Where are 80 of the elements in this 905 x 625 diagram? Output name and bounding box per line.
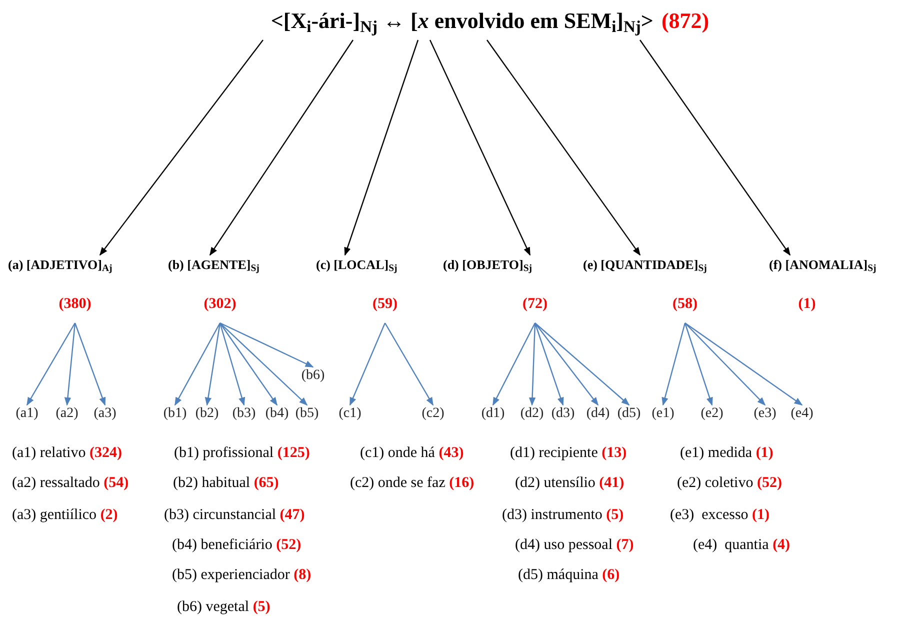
subtype-count-text: (a3) gentiílico (2)	[12, 506, 118, 525]
subtype-label: (e2)	[700, 405, 724, 423]
count-label: (1)	[797, 295, 817, 314]
subtype-label: (b5)	[295, 405, 319, 423]
arrow	[204, 322, 221, 406]
subtype-label: (d1)	[481, 405, 505, 423]
arrow	[220, 322, 278, 406]
arrow	[220, 322, 314, 368]
subtype-count-text: (b4) beneficiário (52)	[172, 536, 302, 555]
count-label: (380)	[58, 295, 92, 314]
arrow	[344, 40, 419, 256]
subtype-count-text: (b3) circunstancial (47)	[164, 506, 305, 525]
arrow	[219, 322, 246, 406]
category-heading: (c) [LOCAL]$_{Sj}$	[316, 256, 398, 274]
subtype-count-text: (c1) onde há (43)	[360, 444, 464, 463]
subtype-count-text: (c2) onde se faz (16)	[350, 474, 474, 493]
subtype-label: (e4)	[790, 405, 814, 423]
arrow	[64, 322, 76, 406]
subtype-label: (b4)	[265, 405, 289, 423]
subtype-count-text: (e4) quantia (4)	[693, 536, 790, 555]
subtype-count-text: (d1) recipiente (13)	[510, 444, 627, 463]
subtype-count-text: (d2) utensílio (41)	[515, 474, 624, 493]
subtype-label: (a2)	[56, 405, 78, 423]
arrow	[384, 322, 434, 406]
subtype-label: (d2)	[520, 405, 544, 423]
arrow	[684, 322, 713, 406]
subtype-count-text: (b2) habitual (65)	[173, 474, 279, 493]
subtype-count-text: (d4) uso pessoal (7)	[515, 536, 634, 555]
count-label: (59)	[372, 295, 398, 314]
subtype-label: (a1)	[16, 405, 38, 423]
subtype-count-text: (d3) instrumento (5)	[502, 506, 624, 525]
subtype-label: (a3)	[94, 405, 116, 423]
subtype-count-text: (b6) vegetal (5)	[177, 598, 270, 617]
arrow	[684, 322, 803, 406]
subtype-label: (e1)	[652, 405, 674, 423]
category-heading: (f) [ANOMALIA]$_{Sj}$	[769, 256, 876, 274]
arrow	[534, 322, 564, 406]
subtype-label: (e3)	[754, 405, 776, 423]
arrow	[26, 322, 76, 406]
arrow	[662, 322, 686, 406]
category-heading: (a) [ADJETIVO]$_{Aj}$	[8, 256, 112, 274]
category-heading: (e) [QUANTIDADE]$_{Sj}$	[583, 256, 707, 274]
construction-formula: <[X$_{i}$-ári-]$_{Nj}$ ↔ [x envolvido em SEM$_{i}$]$_{Nj}$>	[270, 7, 654, 37]
subtype-count-text: (b1) profissional (125)	[174, 444, 310, 463]
count-label: (72)	[522, 295, 548, 314]
arrow	[492, 322, 536, 406]
arrow	[429, 40, 531, 256]
arrow	[349, 322, 386, 406]
subtype-count-text: (e3) excesso (1)	[670, 506, 770, 525]
subtype-count-text: (a1) relativo (324)	[12, 444, 122, 463]
subtype-count-text: (e1) medida (1)	[680, 444, 774, 463]
category-heading: (b) [AGENTE]$_{Sj}$	[168, 256, 260, 274]
subtype-label: (d3)	[551, 405, 575, 423]
arrow	[74, 322, 106, 406]
arrow	[528, 322, 536, 406]
subtype-label: (c1)	[338, 405, 362, 423]
subtype-label: (b6)	[301, 367, 325, 385]
count-label: (302)	[202, 295, 238, 314]
subtype-label: (b3)	[232, 405, 256, 423]
subtype-label: (b2)	[195, 405, 219, 423]
subtype-label: (d4)	[586, 405, 610, 423]
arrow	[174, 322, 221, 406]
subtype-count-text: (d5) máquina (6)	[518, 566, 620, 585]
subtype-label: (b1)	[163, 405, 187, 423]
count-label: (58)	[672, 295, 698, 314]
subtype-count-text: (b5) experienciador (8)	[172, 566, 312, 585]
arrow	[534, 322, 630, 406]
arrow	[100, 40, 264, 256]
arrow	[640, 40, 790, 256]
arrow	[220, 322, 308, 406]
arrow	[210, 40, 354, 256]
count-label: (872)	[661, 7, 710, 35]
subtype-count-text: (a2) ressaltado (54)	[12, 474, 129, 493]
subtype-count-text: (e2) coletivo (52)	[677, 474, 782, 493]
category-heading: (d) [OBJETO]$_{Sj}$	[443, 256, 532, 274]
subtype-label: (c2)	[422, 405, 444, 423]
arrow	[486, 40, 640, 256]
arrow	[534, 322, 598, 406]
subtype-label: (d5)	[617, 405, 641, 423]
arrow	[684, 322, 766, 406]
